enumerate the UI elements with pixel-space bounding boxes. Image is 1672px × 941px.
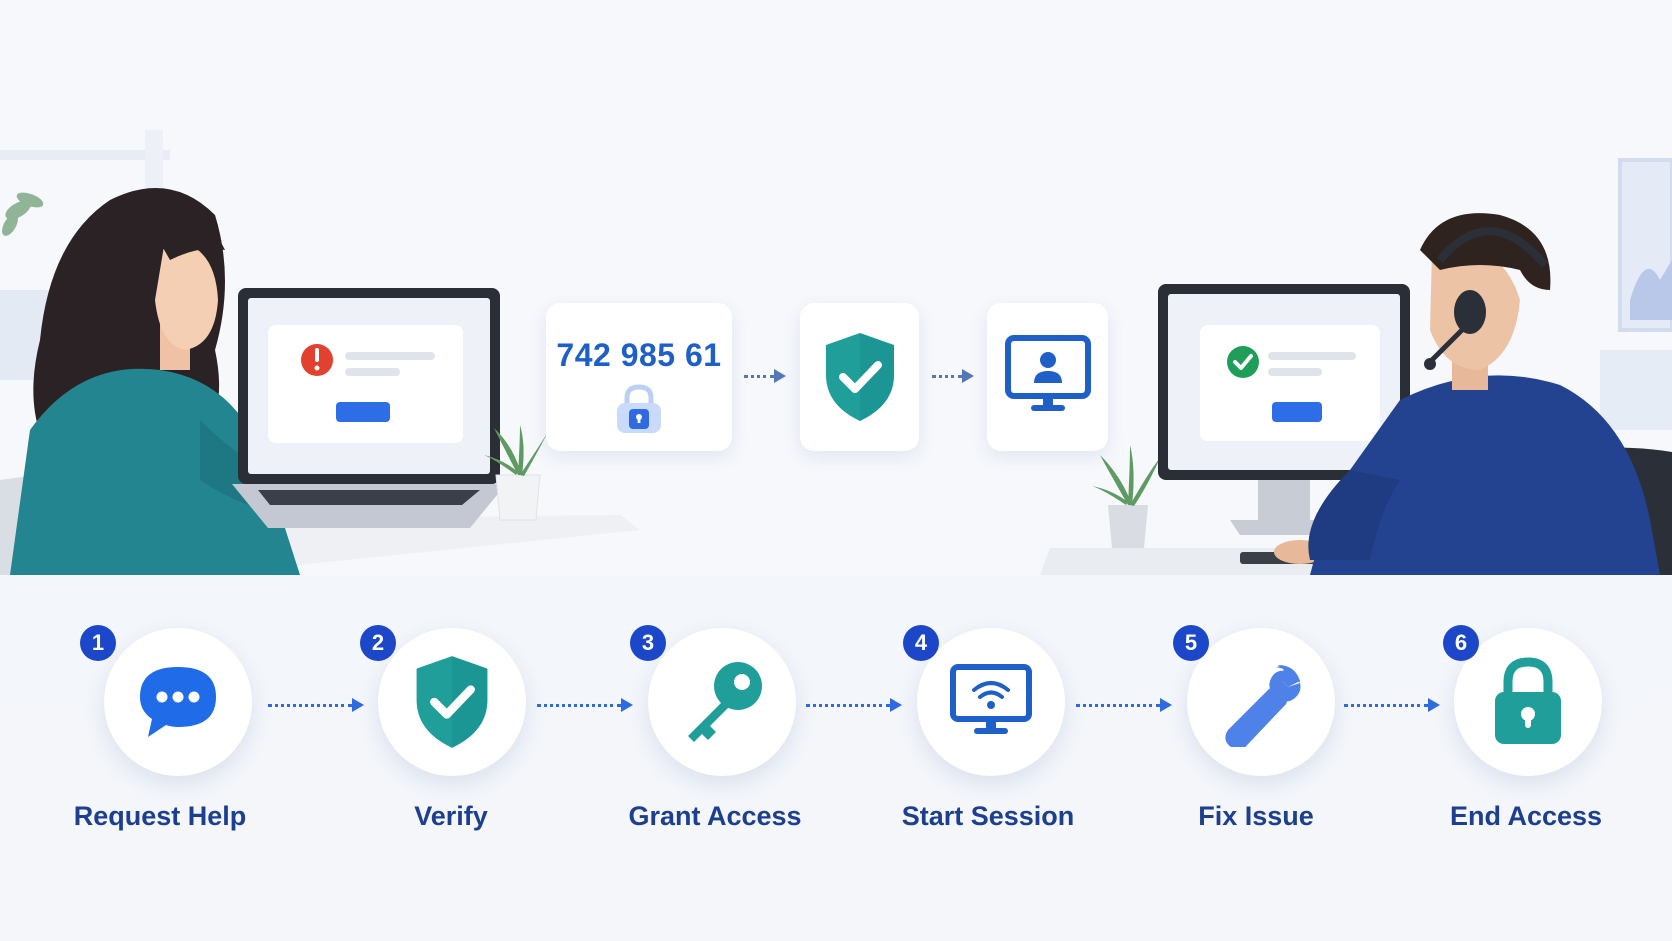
lock-icon	[617, 384, 661, 433]
step-arrow	[1344, 698, 1440, 712]
step-4-circle	[917, 628, 1065, 776]
step-3-circle	[648, 628, 796, 776]
left-shelf-plant	[2, 192, 44, 236]
step-2-label: Verify	[414, 801, 488, 831]
monitor-user-icon	[1005, 335, 1091, 411]
shield-check-icon	[416, 656, 488, 748]
step-4-badge: 4	[903, 625, 939, 661]
step-1-circle	[104, 628, 252, 776]
step-arrow	[537, 698, 633, 712]
step-4-label: Start Session	[901, 801, 1075, 831]
step-1-label: Request Help	[73, 801, 247, 831]
verification-card	[800, 303, 919, 451]
scene-svg	[0, 150, 1672, 575]
padlock-icon	[1495, 657, 1561, 744]
access-code-card: 742 985 61	[546, 303, 732, 451]
step-6-label: End Access	[1449, 801, 1603, 831]
step-1-badge: 1	[80, 625, 116, 661]
step-3-label: Grant Access	[628, 801, 802, 831]
step-arrow	[1076, 698, 1172, 712]
step-arrow	[806, 698, 902, 712]
remote-support-illustration: 742 985 61	[0, 150, 1672, 575]
chat-bubble-icon	[140, 667, 216, 737]
flow-arrow	[744, 369, 786, 383]
key-icon	[688, 662, 762, 742]
access-code-text: 742 985 61	[556, 337, 722, 373]
step-2-badge: 2	[360, 625, 396, 661]
step-arrow	[268, 698, 364, 712]
step-2-circle	[378, 628, 526, 776]
step-3-badge: 3	[630, 625, 666, 661]
step-6-badge: 6	[1443, 625, 1479, 661]
step-6-circle	[1454, 628, 1602, 776]
step-5-label: Fix Issue	[1198, 801, 1314, 831]
step-5-badge: 5	[1173, 625, 1209, 661]
shield-check-icon	[826, 333, 894, 421]
remote-user-card	[987, 303, 1108, 451]
monitor-wifi-icon	[950, 664, 1032, 734]
flow-arrow	[932, 369, 974, 383]
step-5-circle	[1187, 628, 1335, 776]
wrench-icon	[1225, 665, 1301, 747]
